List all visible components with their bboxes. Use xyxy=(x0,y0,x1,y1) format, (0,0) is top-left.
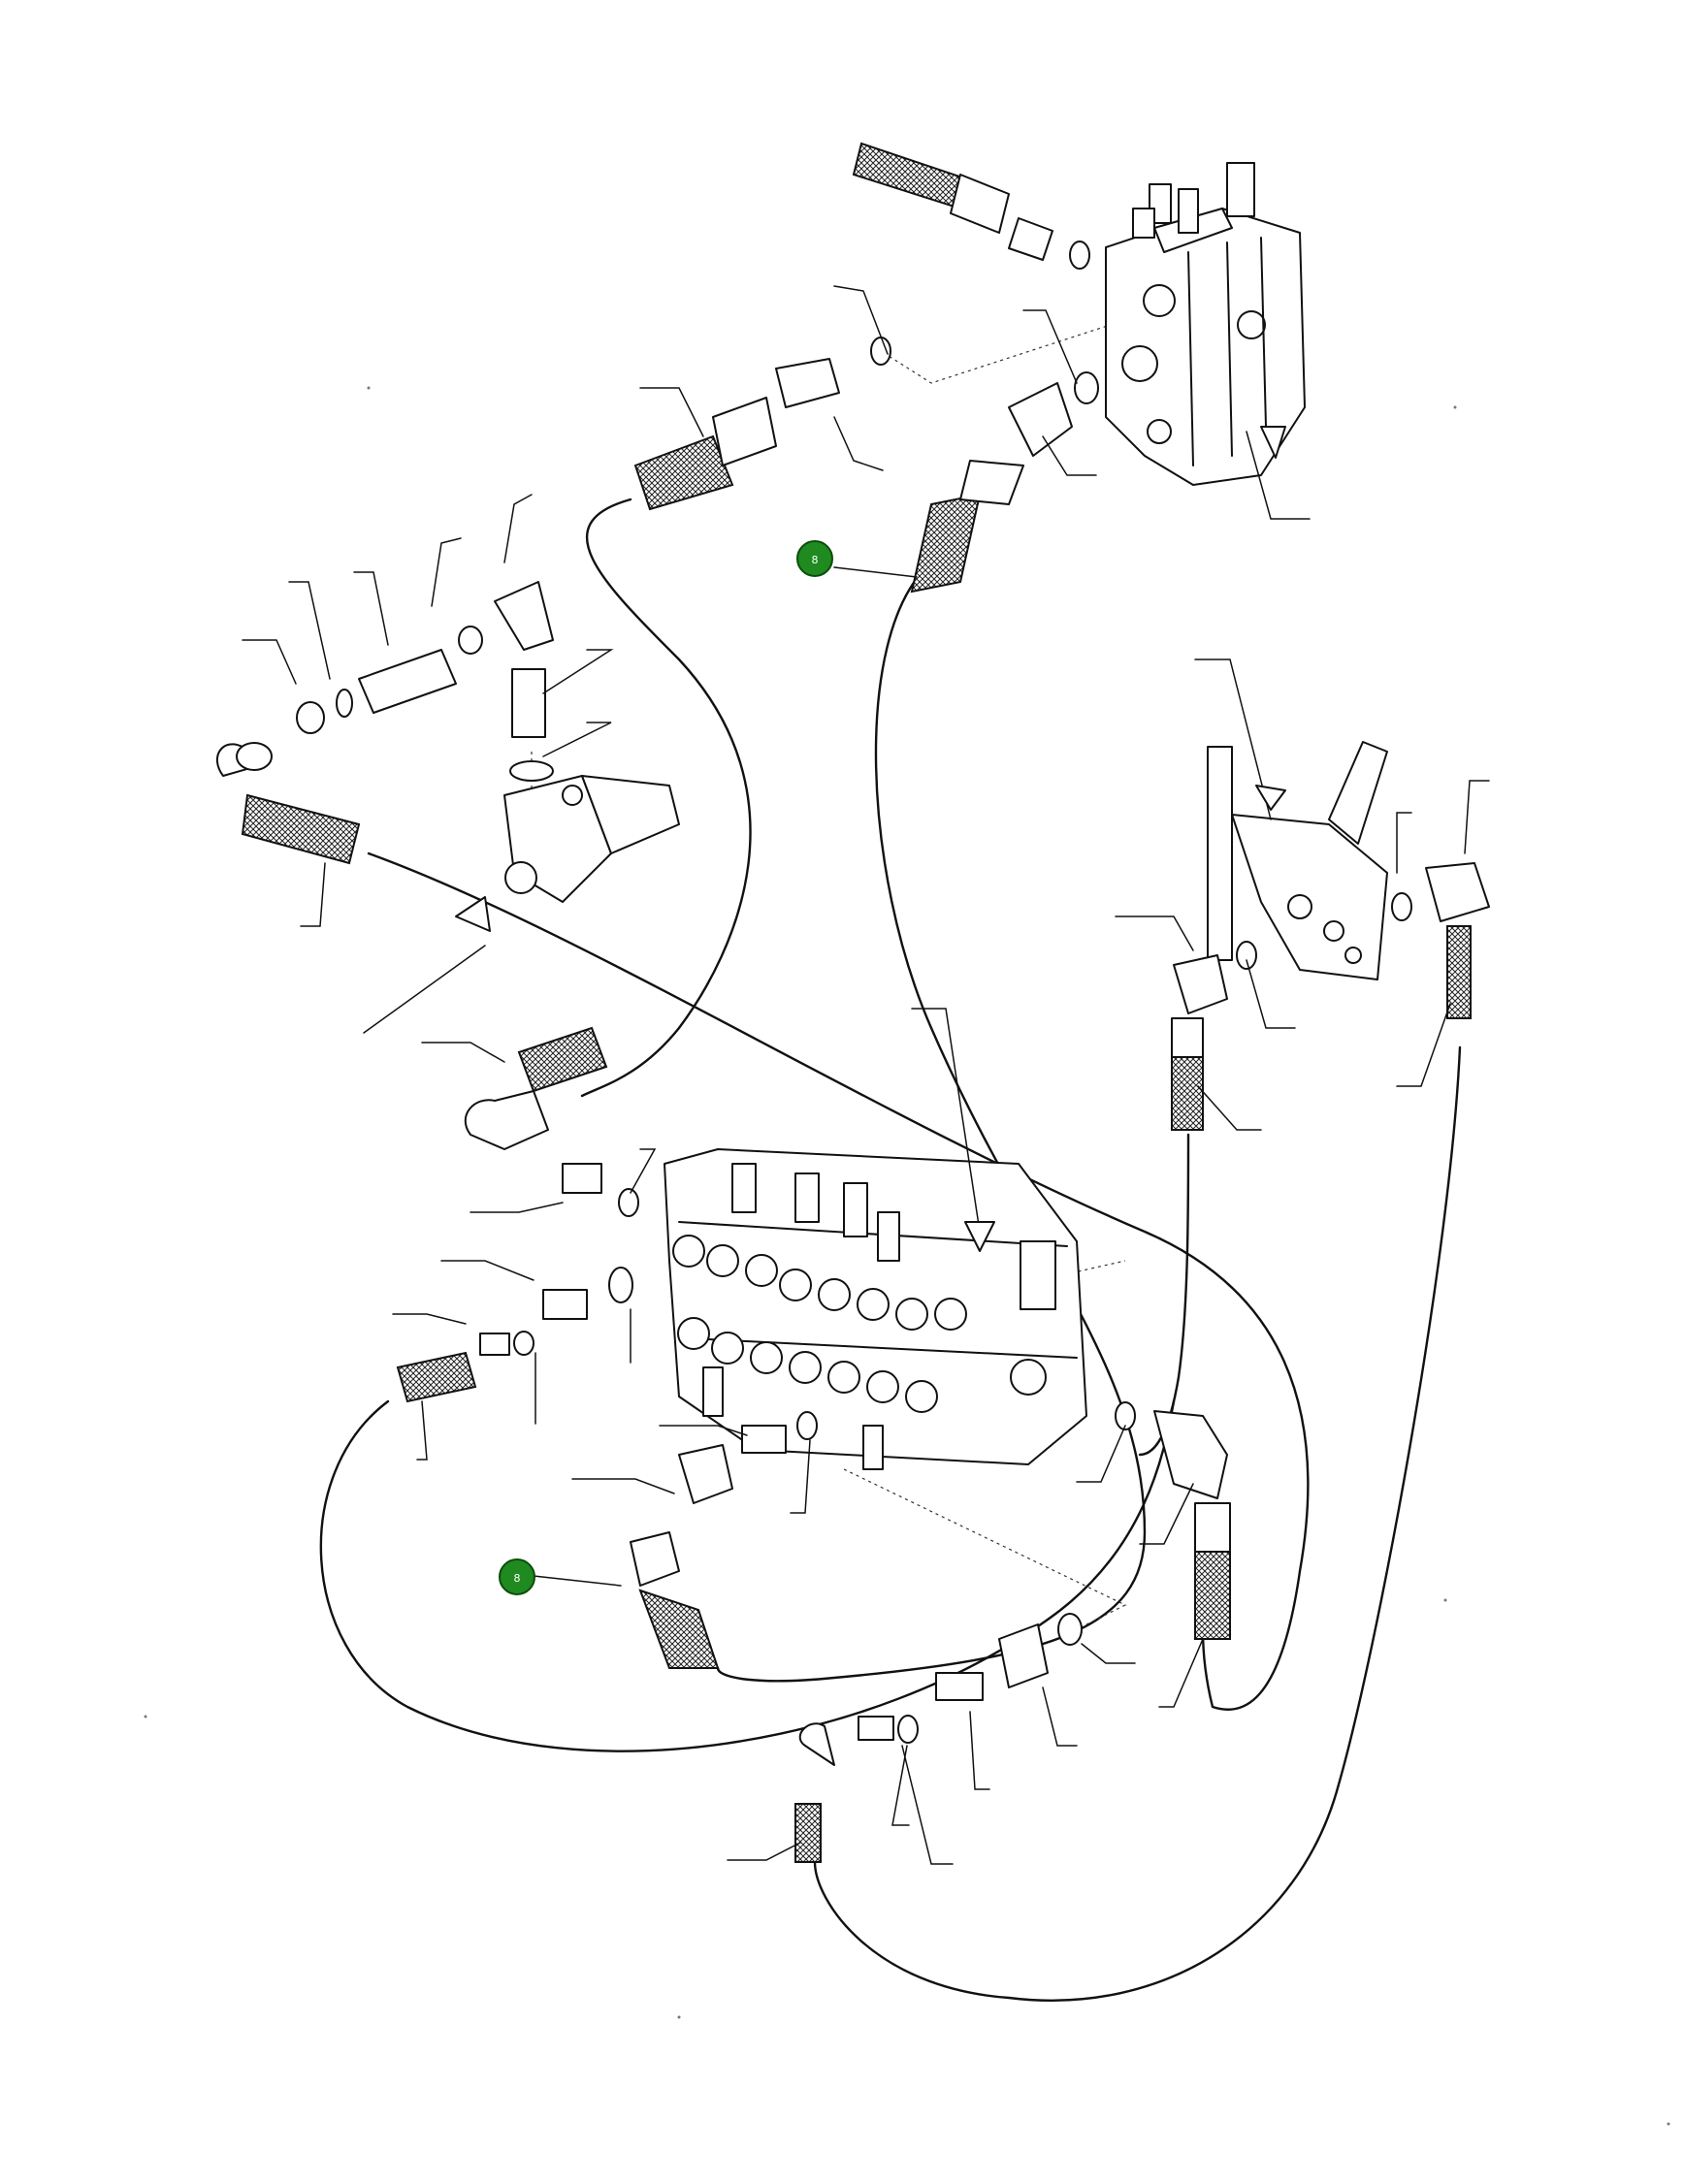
callout-lower: 8 xyxy=(499,1558,535,1595)
arrow-heads xyxy=(455,426,1286,1252)
main-valve-bank xyxy=(664,1148,1087,1470)
callout-upper: 8 xyxy=(796,540,833,577)
top-inlet-hose xyxy=(852,142,1090,270)
callout-upper-label: 8 xyxy=(812,554,819,566)
left-fitting-cluster xyxy=(216,581,680,903)
callout-lower-label: 8 xyxy=(514,1572,521,1585)
lower-right-fittings xyxy=(794,1401,1231,1863)
hose-lines xyxy=(319,498,1462,2002)
upper-middle-fittings xyxy=(633,337,1099,594)
callout-lower-circle xyxy=(499,1558,535,1595)
valve-bank-left-fittings xyxy=(396,1026,818,1669)
right-pedal-assembly xyxy=(1171,741,1490,1131)
leader-lines xyxy=(242,285,1490,1865)
callout-upper-circle xyxy=(796,540,833,577)
scan-dots xyxy=(144,386,1670,2126)
top-right-valve-block xyxy=(1105,162,1306,486)
